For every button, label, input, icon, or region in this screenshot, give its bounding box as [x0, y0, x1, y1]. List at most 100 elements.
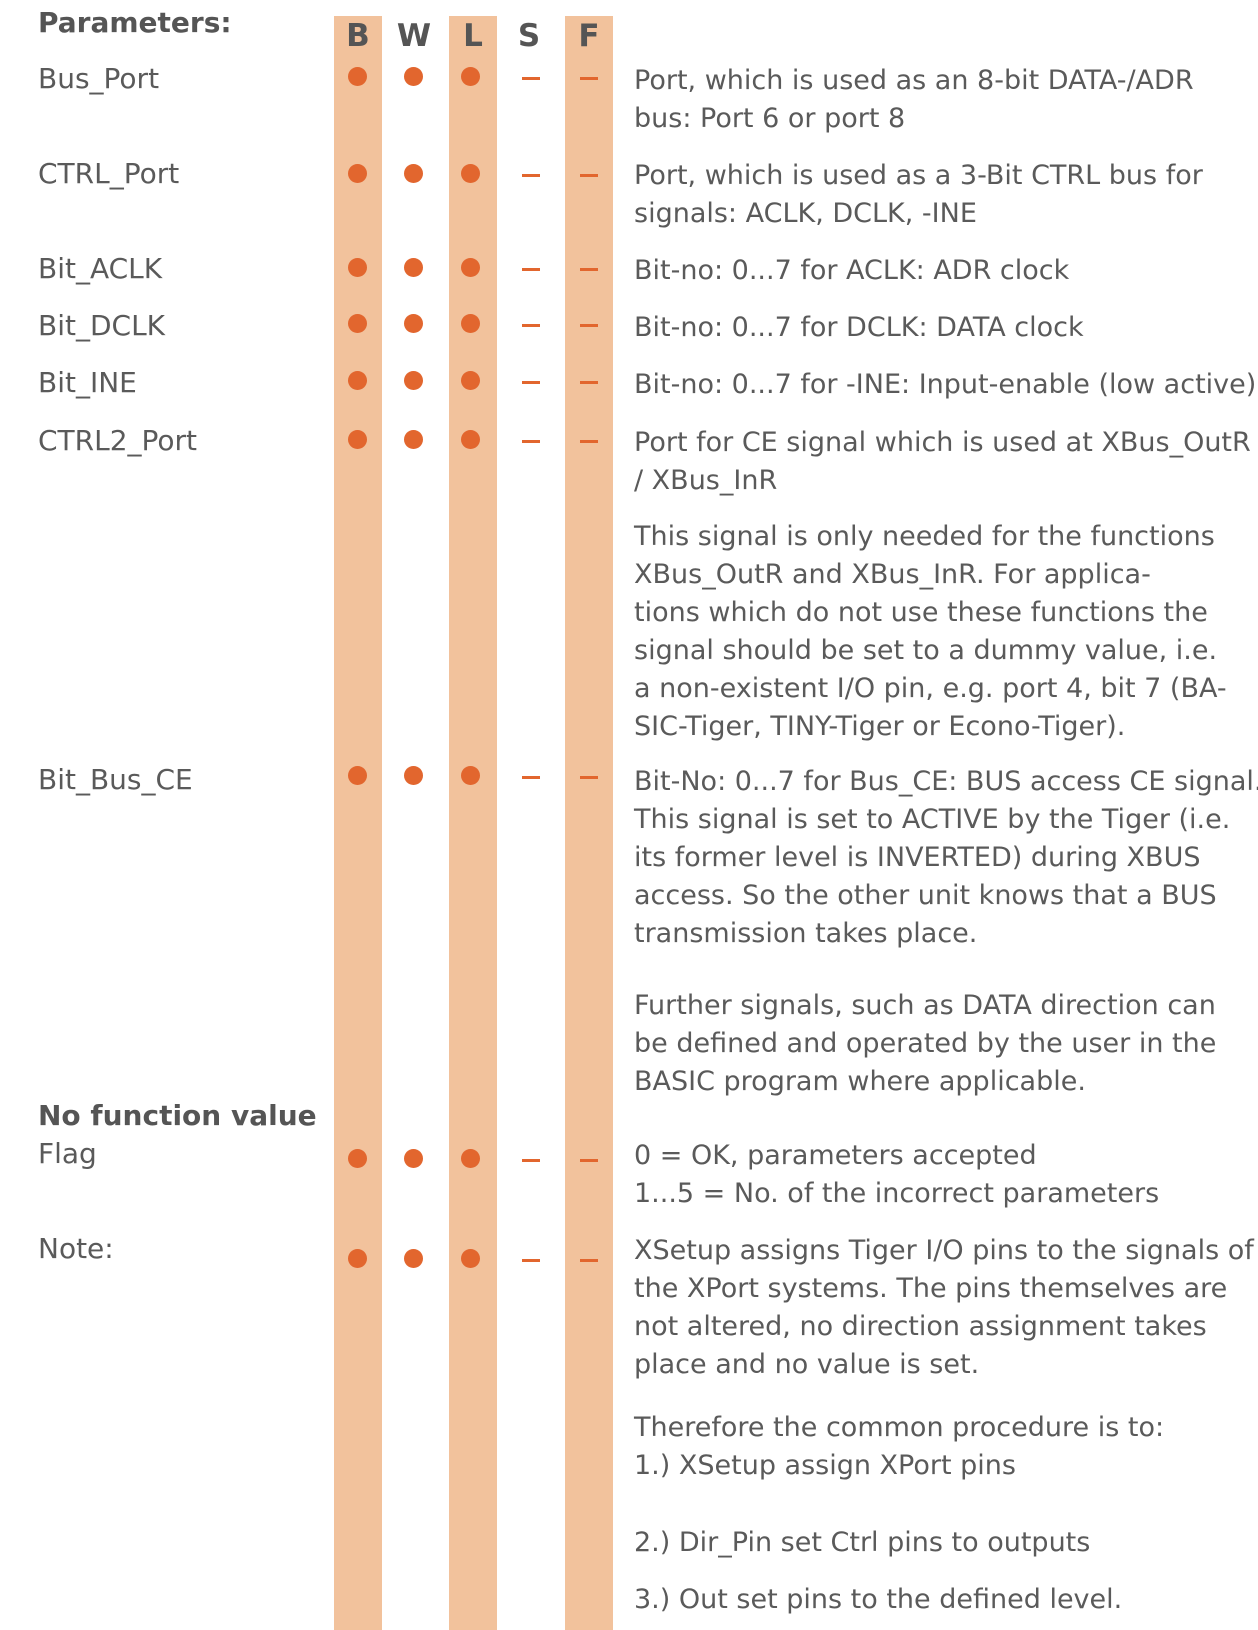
availability-dot [404, 430, 423, 449]
availability-dot [348, 430, 367, 449]
param-description: Port, which is used as a 3-Bit CTRL bus … [634, 157, 1203, 233]
description-line: be defined and operated by the user in t… [634, 1028, 1217, 1059]
param-description: 0 = OK, parameters accepted 1...5 = No. o… [634, 1137, 1159, 1213]
description-line: bus: Port 6 or port 8 [634, 103, 906, 134]
param-description: This signal is only needed for the funct… [634, 518, 1227, 746]
param-description: 3.) Out set pins to the defined level. [634, 1581, 1122, 1619]
param-name: Note: [38, 1232, 114, 1265]
description-line: XBus_OutR and XBus_InR. For applica- [634, 559, 1151, 590]
availability-dot [348, 371, 367, 390]
description-line: 0 = OK, parameters accepted [634, 1140, 1037, 1171]
not-available-dash [522, 776, 540, 779]
not-available-dash [522, 440, 540, 443]
description-line: 1...5 = No. of the incorrect parameters [634, 1178, 1160, 1209]
availability-dot [404, 766, 423, 785]
not-available-dash [580, 268, 598, 271]
not-available-dash [522, 268, 540, 271]
not-available-dash [522, 77, 540, 80]
description-line: a non-existent I/O pin, e.g. port 4, bit… [634, 673, 1227, 704]
availability-dot [461, 258, 480, 277]
param-description: Port for CE signal which is used at XBus… [634, 424, 1251, 500]
availability-dot [404, 371, 423, 390]
description-line: signals: ACLK, DCLK, -INE [634, 198, 977, 229]
param-name: Bus_Port [38, 62, 160, 95]
param-description: Bit-no: 0...7 for -INE: Input-enable (lo… [634, 366, 1256, 404]
description-line: Further signals, such as DATA direction … [634, 990, 1216, 1021]
param-description: Therefore the common procedure is to:1.)… [634, 1409, 1164, 1485]
not-available-dash [580, 381, 598, 384]
availability-dot [404, 1249, 423, 1268]
description-line: XSetup assigns Tiger I/O pins to the sig… [634, 1235, 1254, 1266]
not-available-dash [522, 174, 540, 177]
availability-dot [461, 1149, 480, 1168]
param-description: 2.) Dir_Pin set Ctrl pins to outputs [634, 1524, 1090, 1562]
not-available-dash [522, 1259, 540, 1262]
description-line: not altered, no direction assignment tak… [634, 1311, 1207, 1342]
description-line: the XPort systems. The pins themselves a… [634, 1273, 1228, 1304]
availability-dot [348, 1249, 367, 1268]
availability-dot [348, 164, 367, 183]
parameters-heading: Parameters: [38, 6, 232, 39]
availability-dot [461, 766, 480, 785]
description-line: 1.) XSetup assign XPort pins [634, 1450, 1016, 1481]
param-description: Bit-No: 0...7 for Bus_CE: BUS access CE … [634, 763, 1258, 953]
description-line: Bit-No: 0...7 for Bus_CE: BUS access CE … [634, 766, 1258, 797]
not-available-dash [522, 324, 540, 327]
description-line: access. So the other unit knows that a B… [634, 880, 1217, 911]
availability-dot [461, 371, 480, 390]
param-description: Bit-no: 0...7 for ACLK: ADR clock [634, 252, 1069, 290]
description-line: This signal is set to ACTIVE by the Tige… [634, 804, 1231, 835]
description-line: place and no value is set. [634, 1349, 980, 1380]
availability-dot [461, 164, 480, 183]
column-header-s: S [517, 18, 541, 54]
description-line: / XBus_InR [634, 465, 778, 496]
description-line: 2.) Dir_Pin set Ctrl pins to outputs [634, 1527, 1091, 1558]
param-name: Bit_INE [38, 366, 137, 399]
param-name: CTRL_Port [38, 157, 180, 190]
param-description: XSetup assigns Tiger I/O pins to the sig… [634, 1232, 1254, 1384]
description-line: its former level is INVERTED) during XBU… [634, 842, 1201, 873]
column-strip-b [334, 16, 382, 1630]
column-header-w: W [396, 18, 432, 54]
description-line: transmission takes place. [634, 918, 978, 949]
availability-dot [461, 1249, 480, 1268]
availability-dot [461, 67, 480, 86]
column-strip-f [565, 16, 613, 1630]
availability-dot [348, 766, 367, 785]
param-name: Bit_ACLK [38, 252, 163, 285]
availability-dot [348, 1149, 367, 1168]
availability-dot [404, 258, 423, 277]
availability-dot [348, 258, 367, 277]
description-line: Port, which is used as a 3-Bit CTRL bus … [634, 160, 1203, 191]
column-strip-l [449, 16, 497, 1630]
column-header-f: F [578, 18, 600, 54]
description-line: Bit-no: 0...7 for DCLK: DATA clock [634, 312, 1084, 343]
not-available-dash [580, 77, 598, 80]
description-line: tions which do not use these functions t… [634, 597, 1208, 628]
not-available-dash [580, 174, 598, 177]
description-line: Bit-no: 0...7 for ACLK: ADR clock [634, 255, 1070, 286]
description-line: 3.) Out set pins to the defined level. [634, 1584, 1123, 1615]
availability-dot [348, 67, 367, 86]
availability-dot [404, 67, 423, 86]
not-available-dash [580, 1259, 598, 1262]
description-line: This signal is only needed for the funct… [634, 521, 1215, 552]
param-name: Bit_Bus_CE [38, 763, 193, 796]
description-line: Port, which is used as an 8-bit DATA-/AD… [634, 65, 1194, 96]
param-description: Further signals, such as DATA direction … [634, 987, 1216, 1101]
not-available-dash [580, 440, 598, 443]
not-available-dash [580, 324, 598, 327]
not-available-dash [522, 381, 540, 384]
param-name: Bit_DCLK [38, 309, 166, 342]
column-header-b: B [346, 18, 370, 54]
availability-dot [404, 1149, 423, 1168]
param-name: Flag [38, 1137, 97, 1170]
param-name: No function value [38, 1099, 317, 1132]
param-description: Bit-no: 0...7 for DCLK: DATA clock [634, 309, 1084, 347]
not-available-dash [580, 1159, 598, 1162]
column-header-l: L [463, 18, 483, 54]
not-available-dash [522, 1159, 540, 1162]
not-available-dash [580, 776, 598, 779]
description-line: BASIC program where applicable. [634, 1066, 1086, 1097]
description-line: SIC-Tiger, TINY-Tiger or Econo-Tiger). [634, 711, 1126, 742]
